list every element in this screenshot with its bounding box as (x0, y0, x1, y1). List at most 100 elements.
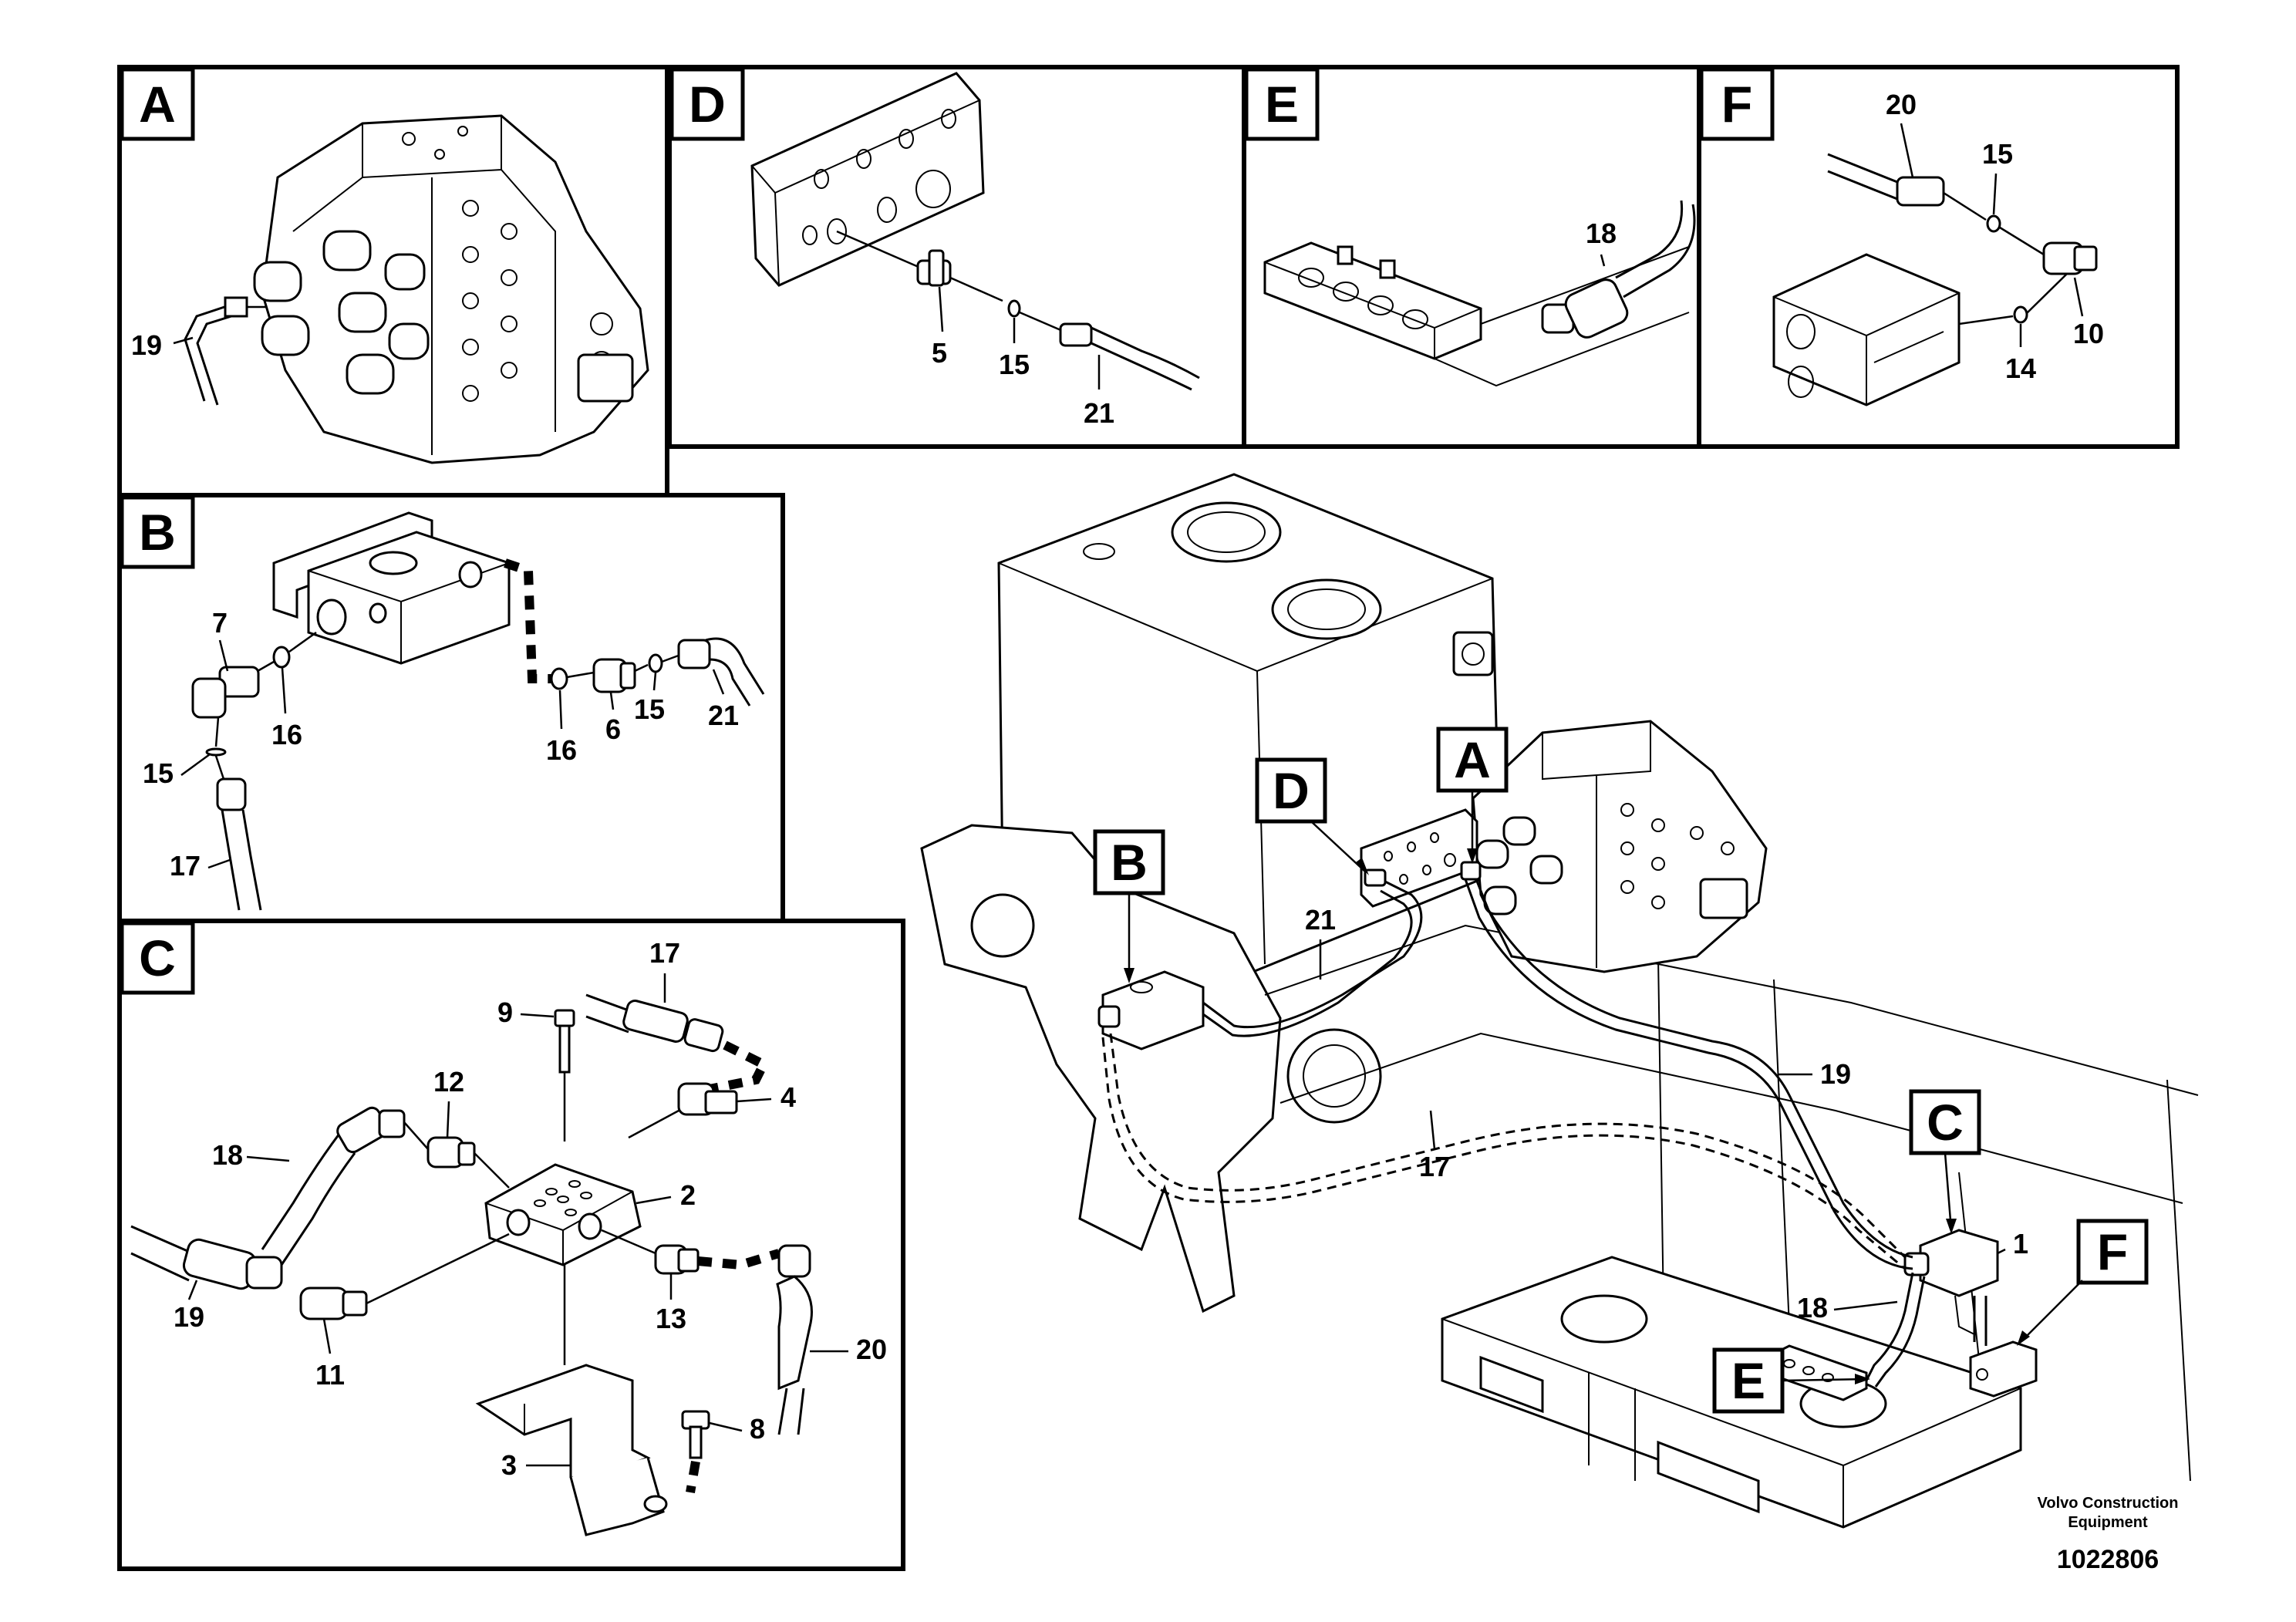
callout-1: 1 (2013, 1228, 2028, 1259)
block-b-main (1097, 970, 1205, 1050)
callout-19-main: 19 (1820, 1058, 1851, 1090)
hose-21-d (1059, 322, 1200, 391)
callout-15b: 15 (634, 693, 665, 725)
hose-17-main (1101, 1033, 1907, 1270)
main-assembly-view: A D B C F E (920, 473, 2199, 1529)
control-valve-main (1472, 720, 1768, 973)
callout-15a: 15 (143, 757, 174, 789)
elbow-fitting-7 (191, 666, 260, 719)
hose-17-c (585, 993, 724, 1053)
callout-5: 5 (932, 337, 947, 369)
hose-20-f (1827, 153, 1945, 207)
mounting-plate (750, 72, 985, 287)
main-label-b-text: B (1111, 834, 1148, 891)
fitting-4 (677, 1082, 738, 1116)
callout-17-b: 17 (170, 850, 201, 882)
main-label-e-text: E (1731, 1352, 1765, 1409)
panel-a-label: A (139, 76, 176, 133)
callout-12: 12 (433, 1066, 464, 1098)
callout-18-main: 18 (1797, 1292, 1828, 1324)
hose-19-a (184, 296, 266, 406)
bolt-9 (554, 1009, 575, 1074)
fitting-6 (592, 658, 636, 693)
main-label-c: C (1909, 1089, 1981, 1234)
drawing-number: 1022806 (2057, 1545, 2159, 1574)
callout-18: 18 (1586, 218, 1617, 249)
callout-17-main: 17 (1419, 1151, 1450, 1182)
panel-e-label: E (1265, 76, 1299, 133)
o-ring-16 (272, 646, 291, 669)
callout-7: 7 (212, 607, 228, 639)
callout-14: 14 (2005, 352, 2036, 384)
main-label-f: F (2017, 1219, 2149, 1346)
brand-line1: Volvo Construction (2038, 1495, 2179, 1512)
callout-18-c: 18 (212, 1139, 243, 1171)
callout-19-c: 19 (174, 1301, 204, 1333)
callout-15: 15 (999, 349, 1030, 380)
callout-20-c: 20 (856, 1334, 887, 1365)
callout-10: 10 (2073, 318, 2104, 349)
main-label-d: D (1255, 757, 1369, 875)
fitting-5 (916, 249, 952, 287)
callout-8: 8 (750, 1413, 765, 1445)
main-label-d-text: D (1273, 762, 1310, 819)
callout-6: 6 (605, 713, 621, 745)
panel-c: C (117, 919, 905, 1571)
hose-18-c (261, 1106, 406, 1266)
callout-17-c: 17 (649, 937, 680, 969)
hose-20-c (776, 1244, 813, 1435)
hose-17-b (216, 777, 262, 911)
hose-19-c (130, 1225, 283, 1290)
bracket-3 (475, 1364, 668, 1536)
callout-21-b: 21 (708, 700, 739, 731)
callout-15-f: 15 (1982, 138, 2013, 170)
elbow-11 (299, 1286, 368, 1320)
hose-18-main (1865, 1272, 1926, 1388)
manifold-2 (484, 1163, 642, 1266)
hose-19-main (1460, 861, 1913, 1270)
panel-c-label: C (139, 929, 176, 986)
bolt-8 (681, 1410, 710, 1459)
main-label-e: E (1712, 1347, 1870, 1414)
panel-b-label: B (139, 504, 176, 561)
callout-21-main: 21 (1305, 904, 1336, 936)
valve-c-main (1903, 1229, 1999, 1336)
hose-18-e (1541, 200, 1696, 339)
block-f (1772, 253, 1961, 406)
panel-e: E 18 (1242, 65, 1701, 449)
o-ring-15-f (1986, 214, 2001, 233)
callout-4: 4 (781, 1081, 796, 1113)
callout-3: 3 (501, 1449, 517, 1481)
callout-20: 20 (1886, 89, 1917, 120)
main-label-b: B (1093, 829, 1165, 983)
panel-f-label: F (1721, 76, 1752, 133)
o-ring-15-b2 (648, 653, 663, 673)
hose-21-b (677, 637, 765, 706)
fitting-12 (426, 1136, 476, 1168)
callout-16b: 16 (546, 734, 577, 766)
panel-d-label: D (689, 76, 726, 133)
fitting-10 (2042, 241, 2098, 275)
block-f-main (1969, 1340, 2038, 1398)
hose-21-main (1202, 868, 1423, 1037)
callout-2: 2 (680, 1179, 696, 1211)
callout-19: 19 (131, 329, 162, 361)
main-label-f-text: F (2097, 1223, 2128, 1280)
panel-f: F 20 15 10 14 (1697, 65, 2180, 449)
o-ring-16-b (550, 667, 568, 690)
callout-16a: 16 (271, 719, 302, 750)
o-ring-15-b (205, 747, 227, 757)
manifold-e (1263, 241, 1690, 387)
o-ring-15 (1007, 299, 1021, 318)
hose-f-main (1973, 1296, 1988, 1346)
brand-line2: Equipment (2068, 1514, 2148, 1531)
main-label-a-text: A (1454, 731, 1491, 788)
control-valve-illustration (253, 114, 649, 464)
main-label-a: A (1436, 727, 1509, 864)
footer: Volvo Construction Equipment 1022806 (2038, 1495, 2179, 1574)
panel-a: A (117, 65, 669, 497)
callout-11: 11 (315, 1359, 345, 1391)
panel-b: B (117, 493, 785, 923)
panel-d: D 5 15 21 (667, 65, 1246, 449)
